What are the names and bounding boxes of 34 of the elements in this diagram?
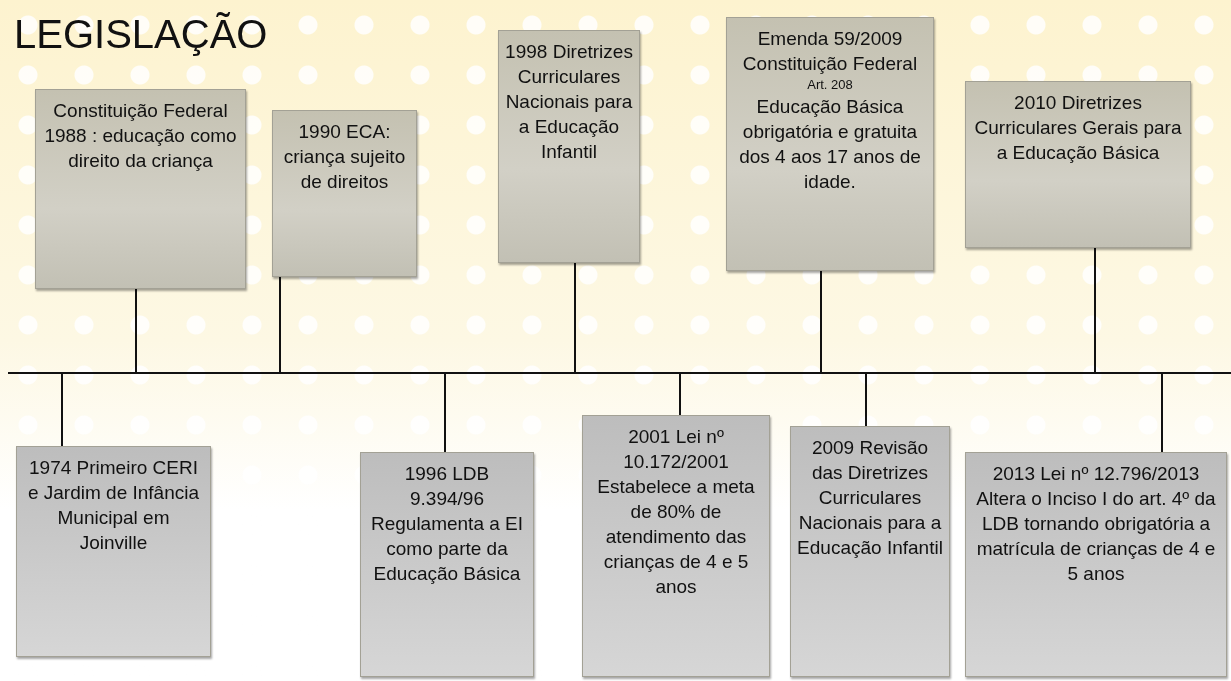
event-text: 1998 Diretrizes Curriculares Nacionais para a Educação Infantil bbox=[504, 40, 634, 164]
event-box bbox=[790, 426, 950, 677]
event-box bbox=[16, 446, 211, 657]
event-box bbox=[272, 110, 417, 277]
connector-line bbox=[444, 373, 446, 453]
event-box bbox=[582, 415, 770, 677]
timeline-axis bbox=[8, 372, 1231, 374]
event-box bbox=[965, 452, 1227, 677]
connector-line bbox=[1094, 247, 1096, 373]
connector-line bbox=[679, 373, 681, 416]
event-box bbox=[360, 452, 534, 677]
connector-line bbox=[61, 373, 63, 447]
event-text: 2009 Revisão das Diretrizes Curriculares Nacionais para a Educação Infantil bbox=[796, 436, 944, 560]
title: LEGISLAÇÃO bbox=[14, 12, 268, 57]
event-box bbox=[35, 89, 246, 289]
event-text: Educação Básica obrigatória e gratuita dos 4 aos 17 anos de idade. bbox=[738, 95, 922, 194]
event-text: Constituição Federal 1988 : educação como direito da criança bbox=[43, 99, 238, 173]
event-box bbox=[965, 81, 1191, 248]
event-box bbox=[498, 30, 640, 263]
connector-line bbox=[1161, 373, 1163, 453]
connector-line bbox=[820, 270, 822, 373]
event-text: Art. 208 bbox=[807, 76, 853, 94]
event-text: 1990 ECA: criança sujeito de direitos bbox=[282, 120, 407, 194]
connector-line bbox=[865, 373, 867, 427]
event-text: 1974 Primeiro CERI e Jardim de Infância Municipal em Joinville bbox=[26, 456, 201, 555]
event-text: 2013 Lei nº 12.796/2013 Altera o Inciso I do art. 4º da LDB tornando obrigatória a matrícula de crianças de 4 e 5 anos bbox=[975, 462, 1217, 586]
event-text: 1996 LDB 9.394/96 Regulamenta a EI como parte da Educação Básica bbox=[369, 462, 525, 586]
event-box bbox=[726, 17, 934, 271]
event-text: 2001 Lei nº 10.172/2001 Estabelece a meta de 80% de atendimento das crianças de 4 e 5 anos bbox=[596, 425, 756, 599]
event-text: Emenda 59/2009 Constituição Federal bbox=[741, 27, 919, 76]
event-text: 2010 Diretrizes Curriculares Gerais para a Educação Básica bbox=[973, 91, 1183, 165]
connector-line bbox=[135, 288, 137, 373]
connector-line bbox=[574, 262, 576, 373]
connector-line bbox=[279, 276, 281, 373]
